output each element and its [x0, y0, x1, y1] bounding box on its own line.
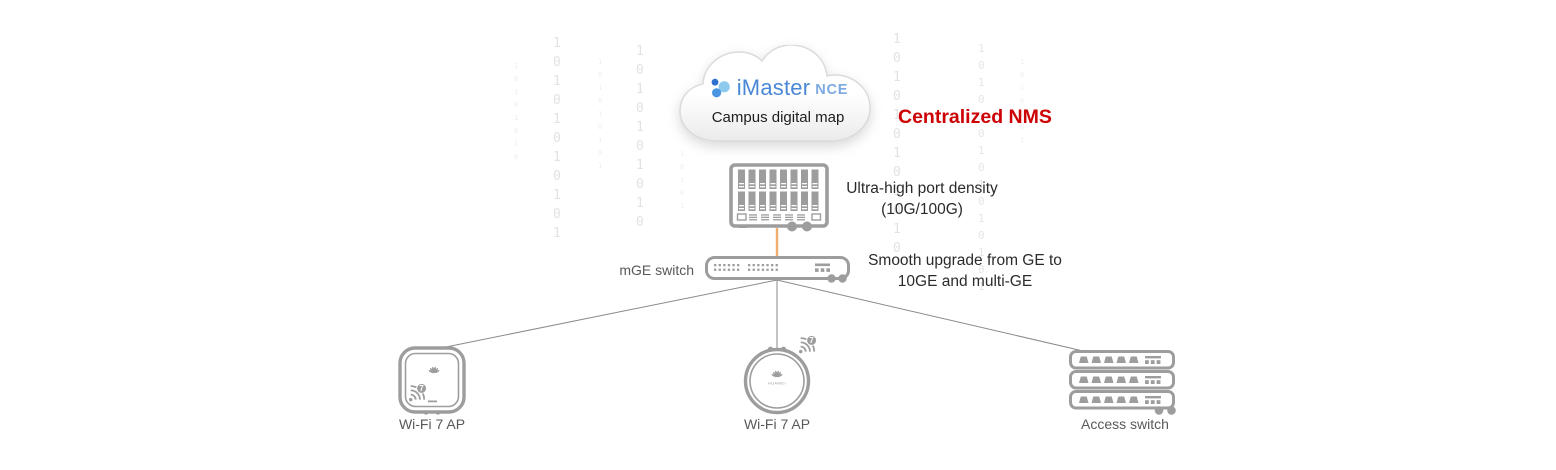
mge-switch-label: mGE switch: [619, 262, 694, 278]
binary-column: 1 0 1 0 1 0 1: [1020, 58, 1025, 144]
imaster-wordmark: iMaster: [736, 75, 811, 100]
stack-unit: [1069, 350, 1175, 370]
cloud-icon: [679, 45, 871, 142]
core-switch-icon: [729, 163, 829, 232]
switch-knob: [838, 274, 847, 283]
switch-knob: [1167, 406, 1176, 415]
ap-brand-text: HUAWEI: [768, 382, 786, 386]
stack-unit: [1069, 370, 1175, 390]
link-mge-to-access-switch: [776, 279, 1097, 355]
switch-knob: [827, 274, 836, 283]
mge-switch-note: Smooth upgrade from GE to 10GE and multi…: [868, 252, 1062, 290]
centralized-nms-label: Centralized NMS: [898, 106, 1052, 128]
binary-column: 1 0 1 0 1 0 1 0 1 0 1: [553, 36, 561, 241]
chassis-knob: [787, 221, 797, 232]
wifi7-ap-left-icon: [398, 346, 466, 415]
access-switch-label: Access switch: [1081, 416, 1169, 432]
imaster-nce-brand: iMaster NCE: [674, 75, 882, 101]
nms-cloud: iMaster NCE Campus digital map: [674, 45, 882, 147]
wifi-7-icon: [798, 334, 818, 355]
uplink-module-icon: [815, 263, 830, 272]
ap-left-label: Wi-Fi 7 AP: [398, 416, 466, 432]
stack-unit: [1069, 390, 1175, 410]
wifi7-ap-center-icon: HUAWEI: [743, 334, 818, 415]
mge-switch-icon: [705, 256, 850, 283]
ap-port-mark: [428, 400, 437, 403]
core-switch-note: Ultra-high port density (10G/100G): [846, 180, 998, 218]
binary-column: 1 0 1 0 1 0 1 0: [514, 62, 519, 161]
binary-column: 1 0 1 0 1 0 1 0 1 0: [636, 44, 644, 230]
binary-column: 1 0 1 0 1 0 1 0 1: [598, 58, 603, 170]
chassis-foot: [738, 226, 747, 228]
binary-column: 1 0 1 0 1: [680, 150, 685, 210]
link-mge-to-ap-left: [435, 279, 778, 350]
chassis-knob: [802, 221, 812, 232]
imaster-nce-logo-icon: [711, 78, 730, 98]
nce-wordmark: NCE: [815, 82, 849, 98]
management-strip: [736, 213, 822, 221]
binary-column: 1 0 1 0 1 0 1 0 1 0 1 0 1 0 1: [978, 42, 985, 293]
ap-center-label: Wi-Fi 7 AP: [743, 416, 811, 432]
access-switch-icon: [1069, 350, 1176, 415]
binary-column: 1 0 1 0 1 0 1 0 1 0 1 0: [893, 32, 901, 256]
cloud-caption: Campus digital map: [711, 109, 845, 126]
switch-knob: [1154, 406, 1164, 415]
